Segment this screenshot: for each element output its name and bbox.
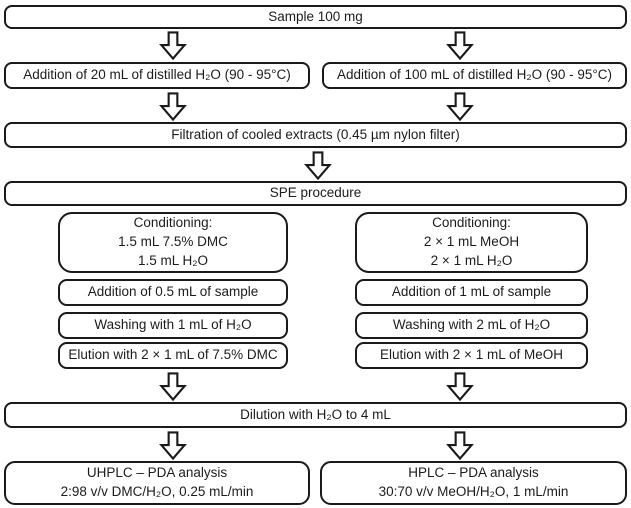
step-elution-dmc: Elution with 2 × 1 mL of 7.5% DMC bbox=[58, 342, 288, 369]
step-elution-meoh: Elution with 2 × 1 mL of MeOH bbox=[355, 342, 588, 369]
elution-meoh-label: Elution with 2 × 1 mL of MeOH bbox=[380, 347, 563, 363]
conditioning-meoh-line1: 2 × 1 mL MeOH bbox=[423, 234, 520, 250]
step-dilution: Dilution with H₂O to 4 mL bbox=[4, 402, 627, 428]
step-conditioning-dmc: Conditioning: 1.5 mL 7.5% DMC 1.5 mL H₂O bbox=[58, 212, 288, 273]
sample-addition-dmc-label: Addition of 0.5 mL of sample bbox=[87, 284, 259, 300]
step-conditioning-meoh: Conditioning: 2 × 1 mL MeOH 2 × 1 mL H₂O bbox=[355, 212, 588, 273]
elution-dmc-label: Elution with 2 × 1 mL of 7.5% DMC bbox=[68, 347, 278, 363]
down-arrow-icon bbox=[304, 151, 332, 180]
sample-addition-meoh-label: Addition of 1 mL of sample bbox=[391, 284, 552, 300]
step-sample-addition-dmc: Addition of 0.5 mL of sample bbox=[58, 279, 288, 306]
step-dilution-label: Dilution with H₂O to 4 mL bbox=[240, 406, 391, 422]
step-sample: Sample 100 mg bbox=[4, 5, 627, 29]
step-filtration: Filtration of cooled extracts (0.45 µm n… bbox=[4, 122, 627, 148]
conditioning-meoh-line2: 2 × 1 mL H₂O bbox=[430, 252, 513, 268]
conditioning-meoh-title: Conditioning: bbox=[432, 215, 511, 231]
hplc-analysis-line1: HPLC – PDA analysis bbox=[408, 465, 539, 481]
down-arrow-icon bbox=[159, 431, 187, 460]
step-sample-addition-meoh: Addition of 1 mL of sample bbox=[355, 279, 588, 306]
hplc-analysis-line2: 30:70 v/v MeOH/H₂O, 1 mL/min bbox=[378, 484, 569, 499]
step-spe-procedure: SPE procedure bbox=[4, 181, 627, 206]
down-arrow-icon bbox=[159, 92, 187, 121]
step-sample-label: Sample 100 mg bbox=[268, 8, 363, 24]
down-arrow-icon bbox=[159, 372, 187, 401]
conditioning-dmc-line1: 1.5 mL 7.5% DMC bbox=[118, 234, 228, 250]
down-arrow-icon bbox=[446, 92, 474, 121]
conditioning-dmc-line2: 1.5 mL H₂O bbox=[137, 252, 208, 268]
down-arrow-icon bbox=[446, 31, 474, 60]
down-arrow-icon bbox=[446, 431, 474, 460]
down-arrow-icon bbox=[159, 31, 187, 60]
step-washing-dmc: Washing with 1 mL of H₂O bbox=[58, 312, 288, 339]
step-washing-meoh: Washing with 2 mL of H₂O bbox=[355, 312, 588, 339]
step-spe-procedure-label: SPE procedure bbox=[269, 185, 362, 201]
down-arrow-icon bbox=[446, 372, 474, 401]
step-addition-100ml-label: Addition of 100 mL of distilled H₂O (90 … bbox=[336, 67, 613, 83]
step-hplc-analysis: HPLC – PDA analysis 30:70 v/v MeOH/H₂O, … bbox=[320, 461, 627, 505]
conditioning-dmc-title: Conditioning: bbox=[133, 215, 213, 231]
step-addition-100ml: Addition of 100 mL of distilled H₂O (90 … bbox=[322, 62, 627, 89]
washing-meoh-label: Washing with 2 mL of H₂O bbox=[392, 317, 551, 333]
step-filtration-label: Filtration of cooled extracts (0.45 µm n… bbox=[171, 126, 460, 142]
step-addition-20ml-label: Addition of 20 mL of distilled H₂O (90 -… bbox=[23, 67, 291, 83]
washing-dmc-label: Washing with 1 mL of H₂O bbox=[94, 317, 252, 333]
uhplc-analysis-line2: 2:98 v/v DMC/H₂O, 0.25 mL/min bbox=[60, 484, 254, 499]
uhplc-analysis-line1: UHPLC – PDA analysis bbox=[86, 465, 228, 481]
step-uhplc-analysis: UHPLC – PDA analysis 2:98 v/v DMC/H₂O, 0… bbox=[4, 461, 310, 505]
step-addition-20ml: Addition of 20 mL of distilled H₂O (90 -… bbox=[4, 62, 310, 89]
